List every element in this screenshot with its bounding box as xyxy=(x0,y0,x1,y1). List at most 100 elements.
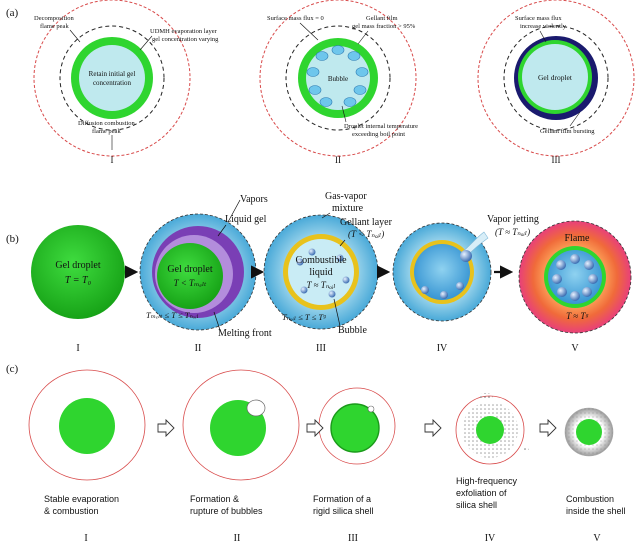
inner-droplet xyxy=(576,419,602,445)
panel-c-stage-3 xyxy=(318,387,396,465)
flux-leader xyxy=(299,22,319,41)
numeral-c-3: III xyxy=(348,533,358,544)
b2-line-2: T < Tₘₑₗₜ xyxy=(174,278,207,288)
udmh-label-1: UDMH evaporation layer xyxy=(150,28,218,35)
gellant-leader xyxy=(339,239,346,247)
panel-c-stage-5 xyxy=(564,407,614,457)
b3-line-1: Combustible xyxy=(295,255,347,266)
b2-line-1: Gel droplet xyxy=(167,264,212,275)
flame-temp: T ≈ Tᵍ xyxy=(566,311,588,321)
c2-line-1: Formation & xyxy=(190,494,239,504)
film-label-2: gel mass fraction > 95% xyxy=(352,23,416,30)
gel-droplet-circle xyxy=(31,225,125,319)
gel-droplet xyxy=(522,44,588,110)
numeral-c-5: V xyxy=(593,533,601,544)
c1-line-2: & combustion xyxy=(44,506,99,516)
melting-leader xyxy=(213,311,221,331)
diffusion-flame-ring xyxy=(33,0,191,157)
c5-line-1: Combustion xyxy=(566,494,614,504)
numeral-a-3: III xyxy=(552,155,561,165)
numeral-c-1: I xyxy=(84,533,87,544)
core-label-1: Retain initial gel xyxy=(89,70,136,78)
numeral-a-1: I xyxy=(111,155,114,165)
small-bubble xyxy=(367,405,375,413)
bubble-label: Bubble xyxy=(338,325,367,336)
decomp-leader xyxy=(69,29,81,43)
bubbles xyxy=(421,282,464,299)
panel-b-stage-5: Flame T ≈ Tᵍ V xyxy=(518,220,632,354)
liquid-gel-leader xyxy=(217,224,227,237)
shell-fragment xyxy=(523,448,529,452)
b2-range: Tₘₑₗₜ ≤ T ≤ Tₙₒᵢₗ xyxy=(146,310,199,320)
b3-line-3: T ≈ Tₙₒᵢₗ xyxy=(306,280,335,290)
jet-label-1: Vapor jetting xyxy=(487,214,539,225)
flux-label-2: increase violently xyxy=(520,23,567,30)
numeral-a-2: II xyxy=(335,155,341,165)
mixture-leader xyxy=(321,212,331,219)
vapors-label: Vapors xyxy=(240,194,268,205)
flux-label-1: Surface mass flux xyxy=(515,15,562,22)
solid-core xyxy=(157,243,223,309)
bubbles xyxy=(296,248,350,298)
flame-label: Flame xyxy=(565,233,591,244)
panel-c-tag: (c) xyxy=(6,363,19,375)
b3-line-2: liquid xyxy=(309,267,332,278)
rupturing-bubble xyxy=(246,399,266,417)
decomp-label-2: flame peak xyxy=(40,23,69,30)
panel-c-stage-2 xyxy=(182,369,300,481)
numeral-b-4: IV xyxy=(437,343,448,354)
panel-b-stage-4: Vapor jetting (T ≈ Tₙₒᵢₗ) IV xyxy=(392,214,539,354)
panel-a-tag: (a) xyxy=(6,7,19,19)
panel-a-stage-2: Bubble Surface mass flux = 0 Gellant fil… xyxy=(259,0,418,165)
inner-dashed-ring xyxy=(285,25,391,131)
diffusion-label-2: flame peak xyxy=(92,128,121,135)
bubble-leader xyxy=(333,298,341,327)
mixture-label-2: mixture xyxy=(332,203,364,214)
melting-label: Melting front xyxy=(218,328,272,339)
jet-label-2: (T ≈ Tₙₒᵢₗ) xyxy=(495,227,530,237)
stage-arrows-c xyxy=(157,418,557,438)
flame-ring xyxy=(182,369,300,481)
b1-line-2: T = T₀ xyxy=(65,275,92,286)
panel-a-stage-3: Gel droplet Surface mass flux increase v… xyxy=(477,0,635,165)
panel-c-stage-4 xyxy=(455,393,529,465)
droplet xyxy=(476,416,504,444)
vapors-leader xyxy=(227,199,241,223)
c1-line-1: Stable evaporation xyxy=(44,494,119,504)
inner-dashed-ring xyxy=(503,25,609,131)
b3-range: Tₙₒᵢₗ ≤ T ≤ Tᵍ xyxy=(282,312,326,322)
jetting-bubble xyxy=(460,250,472,262)
c4-line-3: silica shell xyxy=(456,500,497,510)
panel-b-stage-1: Gel droplet T = T₀ I xyxy=(31,225,125,354)
droplet-interior xyxy=(306,46,370,110)
flame-ring xyxy=(259,0,417,157)
core-label-2: concentration xyxy=(93,79,132,87)
numeral-c-2: II xyxy=(234,533,241,544)
c5-line-2: inside the shell xyxy=(566,506,626,516)
silica-shell xyxy=(330,403,380,453)
film-leader xyxy=(357,30,369,45)
core-label: Gel droplet xyxy=(538,73,573,82)
flame-ring xyxy=(477,0,635,157)
temp-label-1: Droplet internal temperature xyxy=(344,123,418,130)
burst-leader xyxy=(569,111,581,127)
bubbles xyxy=(306,45,369,107)
c3-line-2: rigid silica shell xyxy=(313,506,374,516)
flux-leader xyxy=(539,30,547,43)
numeral-b-3: III xyxy=(316,343,326,354)
c2-line-2: rupture of bubbles xyxy=(190,506,263,516)
numeral-b-5: V xyxy=(571,343,579,354)
gellant-label-2: (T < Tₙₒᵢₗ) xyxy=(348,229,384,239)
panel-b-stage-2: Gel droplet T < Tₘₑₗₜ Tₘₑₗₜ ≤ T ≤ Tₙₒᵢₗ … xyxy=(139,194,272,354)
temp-leader xyxy=(341,105,347,123)
temp-label-2: exceeding boil point xyxy=(352,131,405,138)
diffusion-label-1: Diffusion combustion xyxy=(78,120,136,127)
numeral-c-4: IV xyxy=(485,533,496,544)
shell-fragment xyxy=(479,393,493,399)
panel-c-labels: Stable evaporation & combustion Formatio… xyxy=(44,476,626,544)
panel-a-stage-1: Retain initial gel concentration Decompo… xyxy=(33,0,219,165)
bubble-label: Bubble xyxy=(328,75,348,83)
burst-label: Gellant film bursting xyxy=(540,128,595,135)
panel-b-tag: (b) xyxy=(6,233,19,245)
